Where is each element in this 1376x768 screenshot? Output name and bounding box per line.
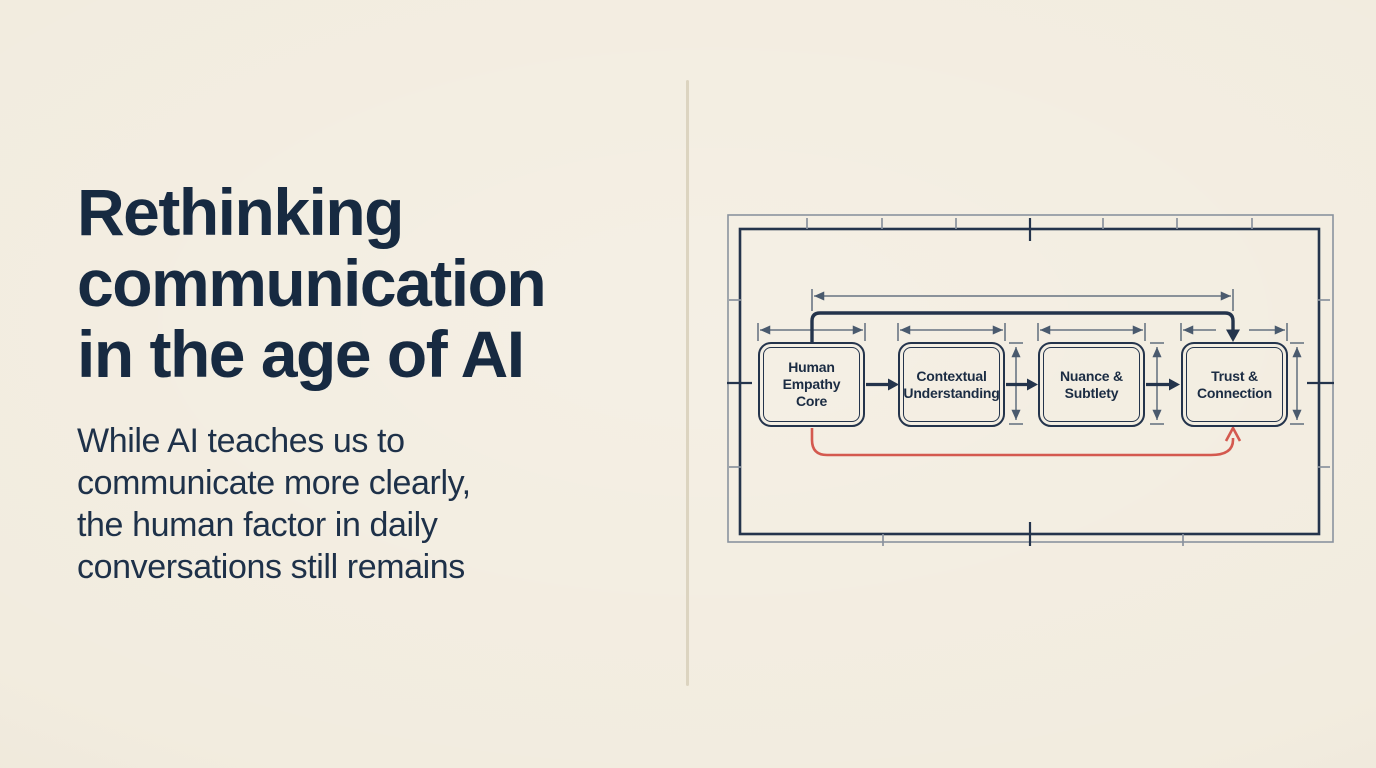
title-line: in the age of AI <box>77 317 525 391</box>
node-human-empathy-core: Human Empathy Core <box>758 342 865 427</box>
node-label-line: Nuance & <box>1060 367 1123 384</box>
overall-dimension-line <box>811 289 1234 311</box>
node-label-line: Connection <box>1197 384 1272 401</box>
node-label-line: Understanding <box>903 384 1000 401</box>
node-label-line: Contextual <box>916 367 987 384</box>
node-trust-connection: Trust & Connection <box>1181 342 1288 427</box>
subtitle: While AI teaches us to communicate more … <box>77 420 471 588</box>
node-label: Trust & Connection <box>1197 368 1272 402</box>
feedback-arrow <box>810 425 1242 457</box>
node-label-line: Empathy <box>782 376 841 392</box>
subtitle-line: conversations still remains <box>77 548 465 586</box>
node-label: Human Empathy Core <box>783 359 841 410</box>
node-label-line: Core <box>795 393 828 409</box>
blueprint-frame <box>727 214 1334 546</box>
node-width-dimension-lines <box>757 323 1288 341</box>
node-nuance-subtlety: Nuance & Subtlety <box>1038 342 1145 427</box>
node-label-line: Trust & <box>1211 367 1258 384</box>
node-contextual-understanding: Contextual Understanding <box>898 342 1005 427</box>
subtitle-line: While AI teaches us to <box>77 422 405 460</box>
top-elbow-arrow <box>810 311 1240 342</box>
vertical-divider <box>686 80 689 686</box>
subtitle-line: communicate more clearly, <box>77 464 471 502</box>
node-label-line: Subtlety <box>1064 384 1119 401</box>
node-label: Nuance & Subtlety <box>1060 368 1123 402</box>
title-line: communication <box>77 246 547 320</box>
page-title: Rethinking communication in the age of A… <box>77 175 547 391</box>
title-line: Rethinking <box>77 175 405 249</box>
subtitle-line: the human factor in daily <box>77 506 438 544</box>
forward-arrows <box>866 378 1180 391</box>
node-label-line: Human <box>788 359 835 375</box>
node-label: Contextual Understanding <box>903 368 999 402</box>
